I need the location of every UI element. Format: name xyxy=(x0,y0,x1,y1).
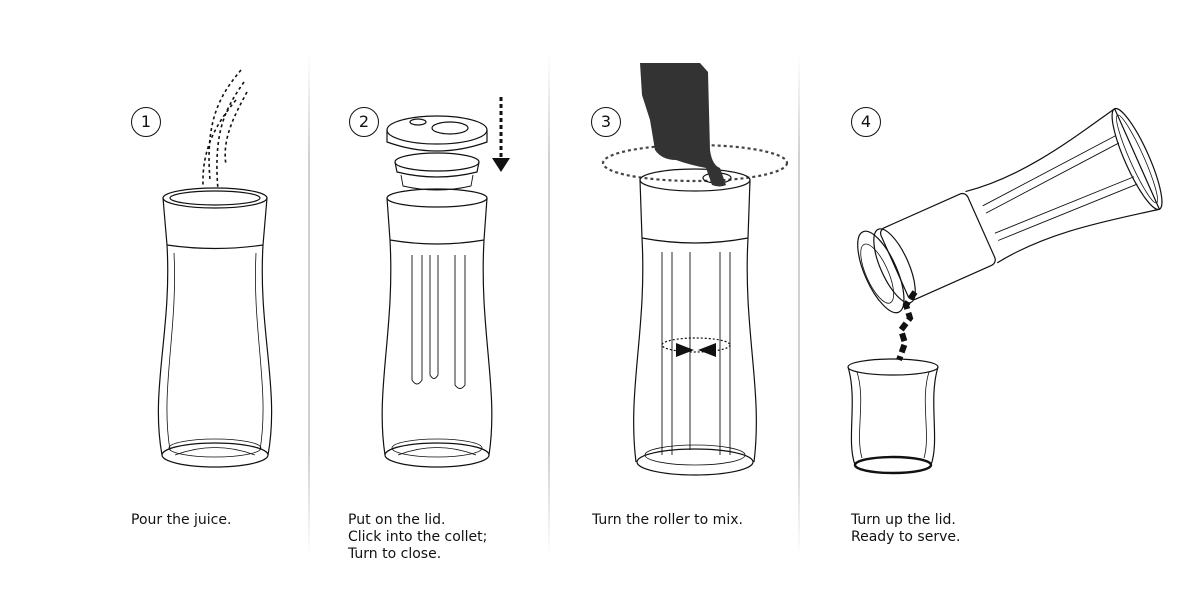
panel-divider xyxy=(798,55,800,555)
bottle-illustration-step1 xyxy=(157,69,273,468)
panel-divider xyxy=(548,55,550,555)
caption-line: Ready to serve. xyxy=(851,529,961,545)
caption-line: Turn to close. xyxy=(348,546,442,562)
caption-line: Turn up the lid. xyxy=(851,512,956,528)
step-caption: Turn the roller to mix. xyxy=(592,512,743,529)
step-number-badge: 1 xyxy=(131,107,161,137)
panel-divider xyxy=(308,55,310,555)
hand-icon xyxy=(640,63,726,187)
bottle-illustration-step4 xyxy=(847,107,1163,475)
step-number-badge: 3 xyxy=(591,107,621,137)
twist-arrows-icon xyxy=(676,343,716,357)
juice-stream-icon xyxy=(202,69,248,191)
caption-line: Pour the juice. xyxy=(131,512,232,528)
step-number-badge: 2 xyxy=(349,107,379,137)
caption-line: Click into the collet; xyxy=(348,529,488,545)
bottle-illustration-step2 xyxy=(381,97,510,468)
step-caption: Put on the lid. Click into the collet; T… xyxy=(348,512,487,563)
caption-line: Turn the roller to mix. xyxy=(592,512,743,528)
step-number-badge: 4 xyxy=(851,107,881,137)
step-caption: Pour the juice. xyxy=(131,512,231,529)
caption-line: Put on the lid. xyxy=(348,512,446,528)
pour-stream-icon xyxy=(896,290,918,361)
bottle-illustration-step3 xyxy=(601,63,789,476)
step-caption: Turn up the lid. Ready to serve. xyxy=(851,512,960,546)
